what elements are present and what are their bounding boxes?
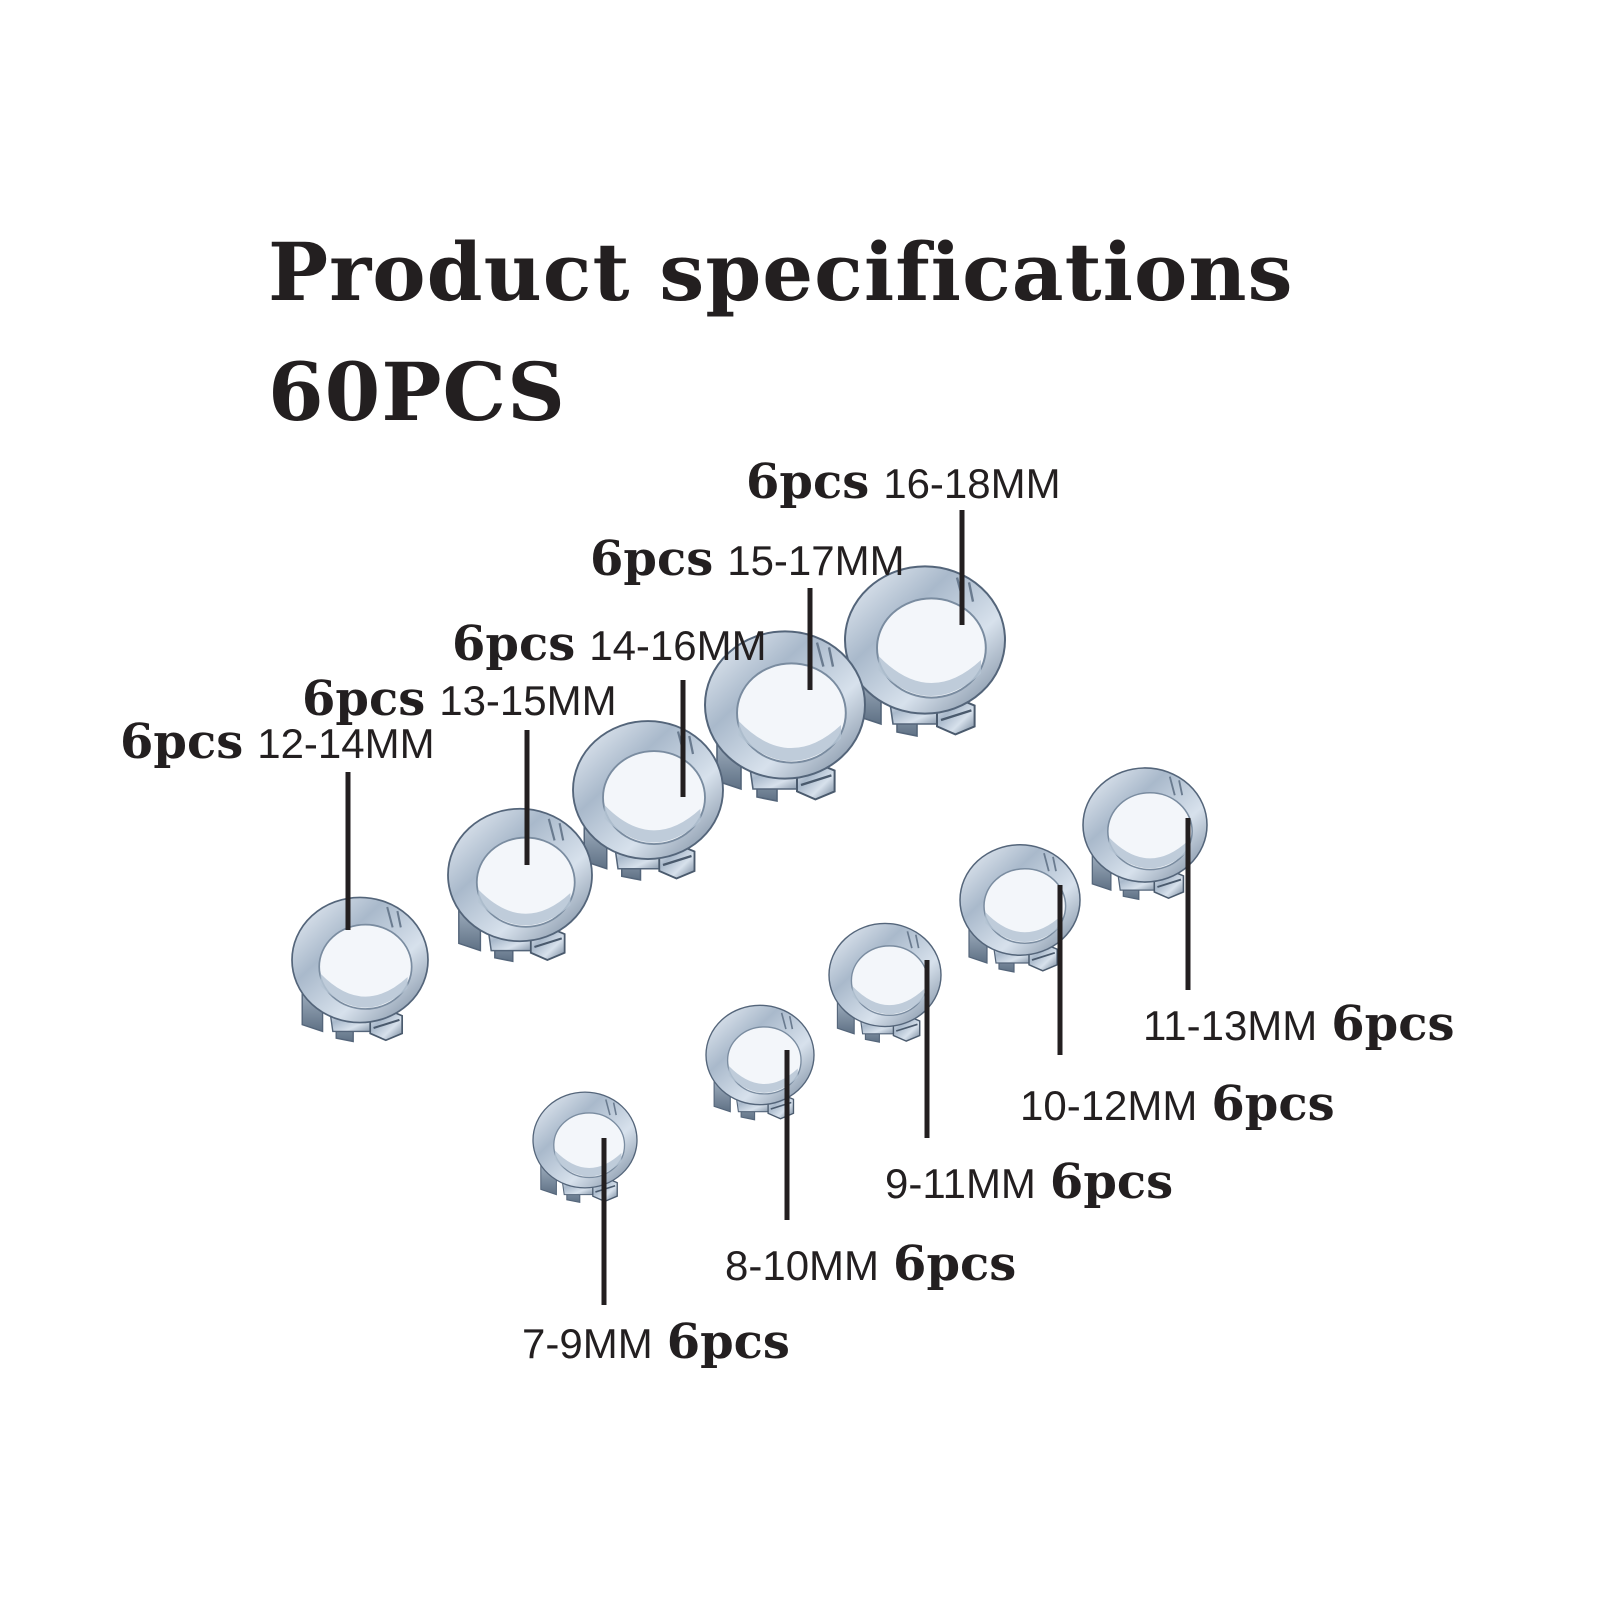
clamp-8-10mm [706, 1005, 814, 1119]
spec-size: 14-16MM [589, 622, 767, 669]
spec-qty: 6pcs [590, 531, 714, 587]
clamp-7-9mm [533, 1092, 637, 1202]
piece-count-title: 60PCS [268, 345, 566, 439]
spec-qty: 6pcs [893, 1236, 1017, 1292]
spec-size: 7-9MM [522, 1320, 653, 1367]
spec-size: 16-18MM [883, 460, 1061, 507]
spec-size: 11-13MM [1143, 1002, 1318, 1049]
spec-size: 9-11MM [885, 1160, 1036, 1207]
clamp-12-14mm [292, 897, 428, 1041]
spec-qty: 6pcs [746, 454, 870, 510]
spec-qty: 6pcs [1049, 1154, 1174, 1210]
spec-size: 10-12MM [1020, 1082, 1198, 1129]
spec-qty: 6pcs [120, 714, 244, 770]
clamp-14-16mm [573, 721, 723, 880]
spec-size: 15-17MM [727, 537, 905, 584]
spec-qty: 6pcs [1211, 1076, 1335, 1132]
spec-size: 12-14MM [257, 720, 435, 767]
clamp-13-15mm [448, 809, 592, 962]
spec-qty: 6pcs [1331, 996, 1455, 1052]
clamp-9-11mm [829, 923, 941, 1042]
spec-qty: 6pcs [302, 671, 426, 727]
spec-qty: 6pcs [666, 1314, 790, 1370]
spec-size: 8-10MM [725, 1242, 880, 1289]
page-title: Product specifications [268, 225, 1294, 319]
spec-size: 13-15MM [439, 677, 617, 724]
spec-qty: 6pcs [452, 616, 576, 672]
clamp-16-18mm [845, 566, 1005, 736]
